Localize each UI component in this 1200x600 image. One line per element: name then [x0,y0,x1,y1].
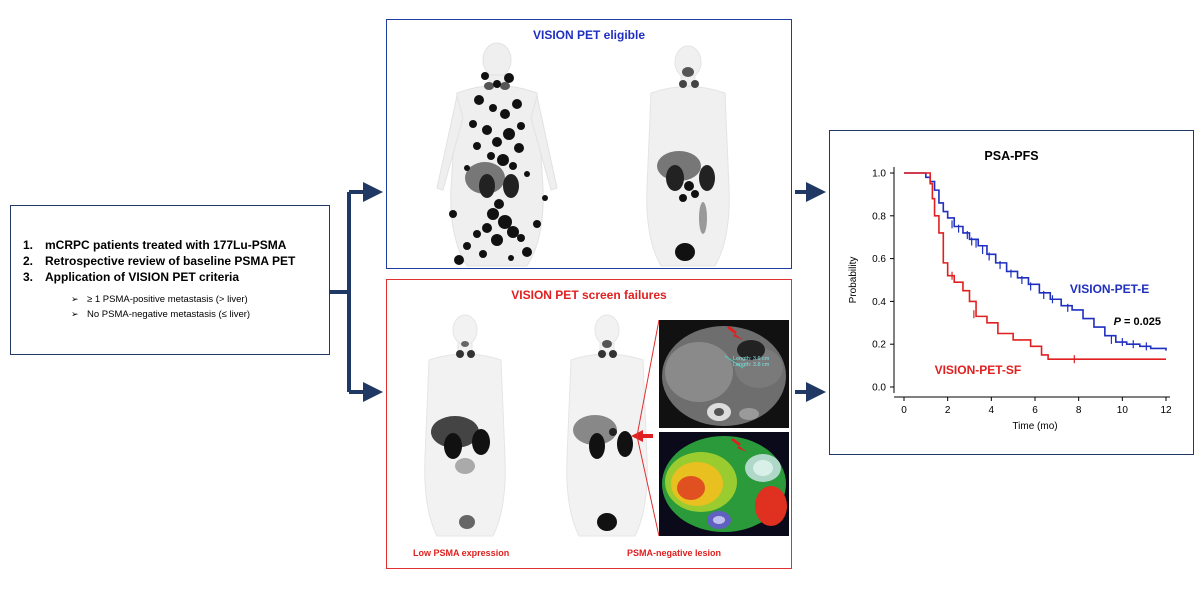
y-tick-label: 0.4 [872,297,886,308]
criteria-number: 3. [23,270,34,284]
eligible-panel: VISION PET eligible [386,19,792,269]
criteria-text: mCRPC patients treated with 177Lu-PSMA [45,238,287,252]
series-label-vision-pet-sf: VISION-PET-SF [935,363,1022,377]
caption-low-psma: Low PSMA expression [413,548,510,558]
pet-scan-image-eligible-1 [436,42,558,267]
criteria-subitem: ➢ No PSMA-negative metastasis (≤ liver) [71,307,250,322]
criteria-subitem-text: No PSMA-negative metastasis (≤ liver) [87,309,251,320]
arrow-screenfail-chart [806,382,826,402]
y-tick-label: 0.0 [872,383,886,394]
ct-measure-label-1: Length: 3.6 cm [733,356,770,362]
y-tick-label: 0.8 [872,211,886,222]
pet-ct-arrow-icon [731,438,747,452]
series-line-vision-pet-e [904,172,1167,351]
criteria-number: 2. [23,254,34,268]
ct-arrow-icon [727,326,743,340]
pet-scan-image-psma-negative [566,314,653,537]
lesion-arrow-icon [631,430,653,442]
arrow-bullet-icon: ➢ [71,309,79,319]
pet-scan-image-eligible-2 [646,45,730,267]
y-tick-label: 0.2 [872,340,886,351]
criteria-item: 3. Application of VISION PET criteria [23,269,295,285]
criteria-item: 2. Retrospective review of baseline PSMA … [23,253,295,269]
p-value-annotation: P = 0.025 [1114,316,1161,328]
arrow-to-eligible [363,182,383,202]
x-tick-label: 12 [1160,405,1172,416]
zoom-connector-lines [636,319,660,537]
caption-psma-negative: PSMA-negative lesion [627,548,722,558]
x-tick-label: 10 [1117,405,1129,416]
arrow-bullet-icon: ➢ [71,294,79,304]
chart-title: PSA-PFS [984,149,1039,163]
x-tick-label: 4 [989,405,995,416]
y-tick-label: 1.0 [872,169,886,180]
x-axis-label: Time (mo) [1012,421,1057,432]
y-axis-label: Probability [848,257,859,304]
ct-measure-label-2: Length: 3.8 cm [733,362,770,368]
x-tick-label: 8 [1076,405,1082,416]
screen-failure-title: VISION PET screen failures [511,288,667,302]
criteria-box: 1. mCRPC patients treated with 177Lu-PSMA… [10,205,330,355]
criteria-text: Retrospective review of baseline PSMA PE… [45,254,296,268]
x-tick-label: 6 [1032,405,1038,416]
pet-ct-fusion-image [659,432,789,536]
series-label-vision-pet-e: VISION-PET-E [1070,282,1149,296]
eligible-title: VISION PET eligible [532,28,646,42]
series-line-vision-pet-sf [904,172,1166,360]
criteria-subitem: ➢ ≥ 1 PSMA-positive metastasis (> liver) [71,292,250,307]
criteria-list: 1. mCRPC patients treated with 177Lu-PSMA… [23,237,295,285]
criteria-sublist: ➢≥ 1 PSMA-positive metastasis (> liver) … [71,292,250,322]
y-tick-label: 0.6 [872,254,886,265]
screen-failure-panel: VISION PET screen failures [386,279,792,569]
x-tick-label: 2 [945,405,951,416]
criteria-number: 1. [23,238,34,252]
criteria-text: Application of VISION PET criteria [45,270,240,284]
criteria-subitem-text: ≥ 1 PSMA-positive metastasis (> liver) [87,294,248,305]
arrow-to-screenfail [363,382,383,402]
pet-scan-image-low-psma [424,314,506,537]
x-tick-label: 0 [901,405,907,416]
ct-scan-image: Length: 3.6 cm Length: 3.8 cm [659,320,789,428]
criteria-item: 1. mCRPC patients treated with 177Lu-PSMA [23,237,295,253]
arrow-eligible-chart [806,182,826,202]
